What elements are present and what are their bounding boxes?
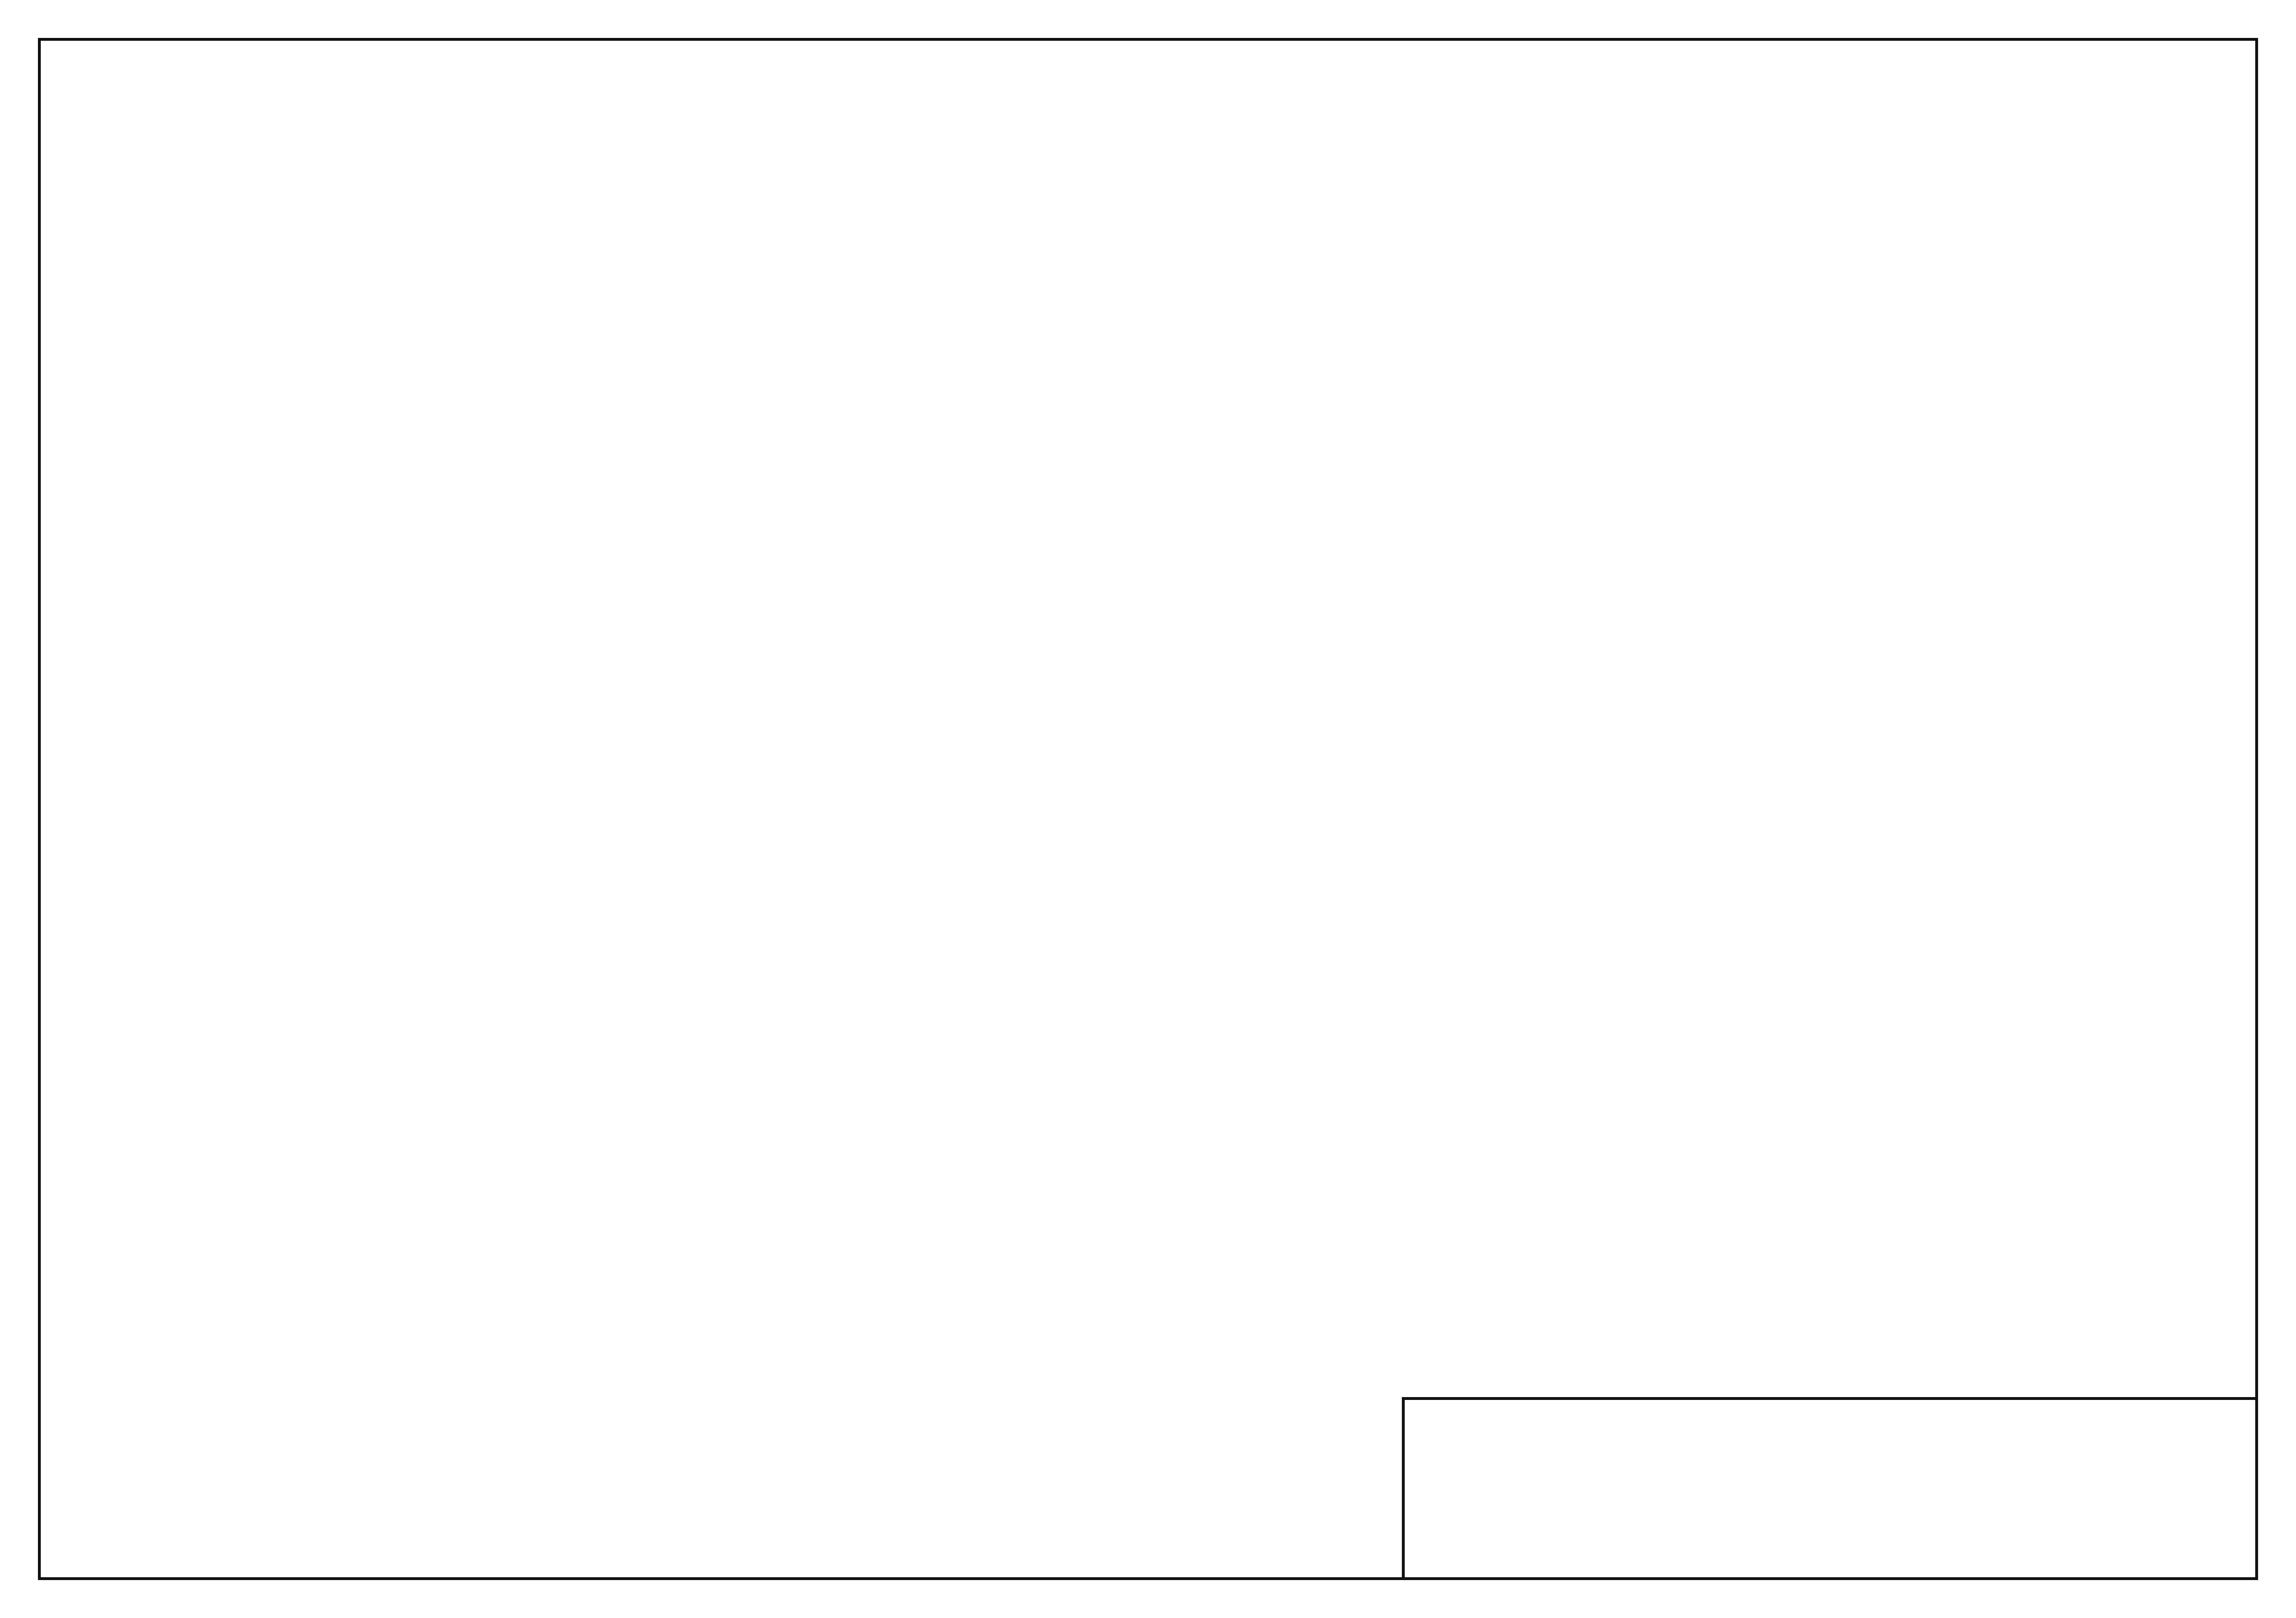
drawing-sheet <box>38 38 2258 1580</box>
title-block <box>1402 1397 2255 1577</box>
